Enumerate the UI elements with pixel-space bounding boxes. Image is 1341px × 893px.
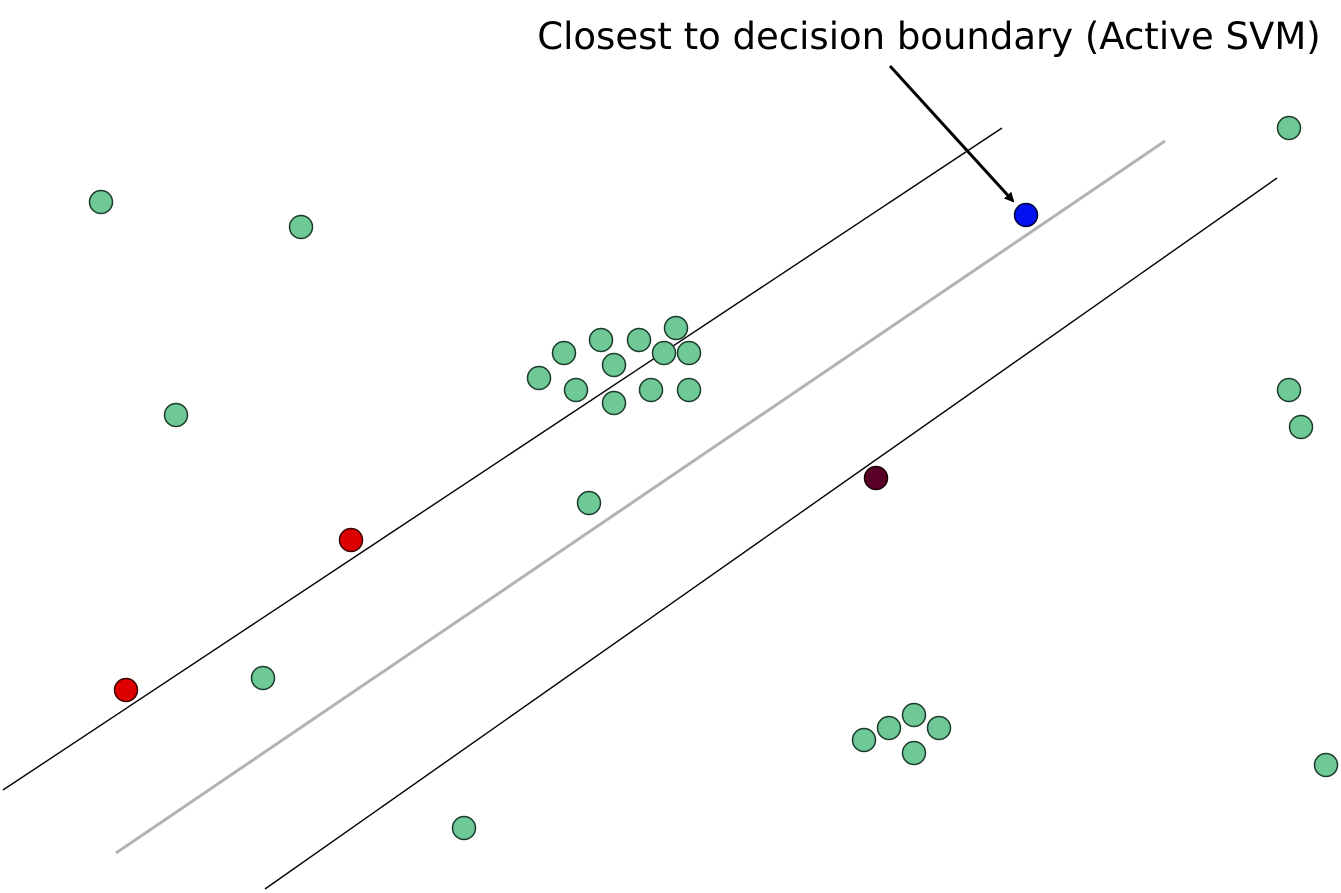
- unlabeled-point: [676, 377, 702, 403]
- labeled-positive-point: [113, 677, 139, 703]
- unlabeled-point: [551, 340, 577, 366]
- unlabeled-point: [676, 340, 702, 366]
- selected-query-point: [1013, 202, 1039, 228]
- unlabeled-point: [1276, 115, 1302, 141]
- unlabeled-point: [1288, 414, 1314, 440]
- unlabeled-point: [851, 727, 877, 753]
- unlabeled-point: [563, 377, 589, 403]
- unlabeled-points: [88, 115, 1339, 841]
- unlabeled-point: [901, 702, 927, 728]
- unlabeled-point: [651, 340, 677, 366]
- unlabeled-point: [1276, 377, 1302, 403]
- unlabeled-point: [1313, 752, 1339, 778]
- annotation-label: Closest to decision boundary (Active SVM…: [537, 15, 1320, 58]
- unlabeled-point: [601, 390, 627, 416]
- unlabeled-point: [526, 365, 552, 391]
- unlabeled-point: [288, 214, 314, 240]
- unlabeled-point: [601, 352, 627, 378]
- labeled-positive-points: [113, 527, 364, 703]
- annotation-arrow: [888, 64, 1015, 203]
- unlabeled-point: [588, 327, 614, 353]
- unlabeled-point: [901, 740, 927, 766]
- decision-boundary-line: [115, 139, 1166, 855]
- unlabeled-point: [638, 377, 664, 403]
- margin-line-lower: [264, 177, 1278, 890]
- unlabeled-point: [163, 402, 189, 428]
- unlabeled-point: [451, 815, 477, 841]
- labeled-negative-point: [863, 465, 889, 491]
- unlabeled-point: [576, 490, 602, 516]
- unlabeled-point: [876, 715, 902, 741]
- margin-line-upper: [2, 127, 1003, 791]
- unlabeled-point: [926, 715, 952, 741]
- unlabeled-point: [250, 665, 276, 691]
- unlabeled-point: [88, 189, 114, 215]
- labeled-positive-point: [338, 527, 364, 553]
- unlabeled-point: [626, 327, 652, 353]
- unlabeled-point: [663, 315, 689, 341]
